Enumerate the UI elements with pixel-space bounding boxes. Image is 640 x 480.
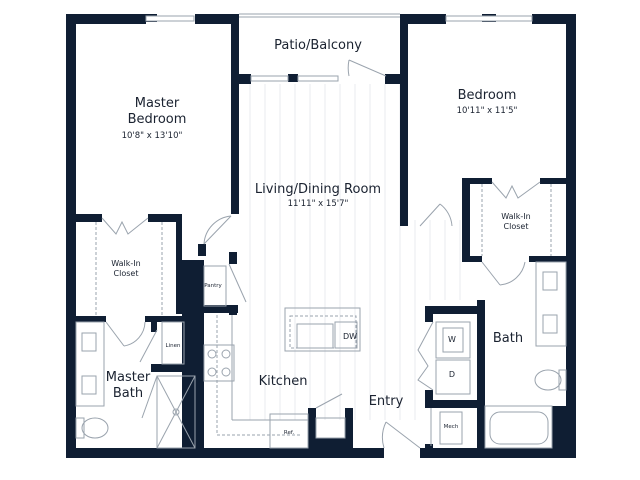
bedroom-closet-name-1: Walk-In (501, 212, 531, 221)
bedroom-label: Bedroom (457, 88, 517, 103)
entry-label: Entry (368, 394, 404, 409)
washer-label: W (448, 335, 456, 344)
master-bedroom-dimensions: 10'8" x 13'10" (121, 131, 183, 141)
master-closet-name-2: Closet (113, 269, 139, 278)
master-bedroom-name-1: Master (134, 96, 180, 111)
mech-label: Mech (443, 424, 459, 430)
master-bath-name-1: Master (105, 370, 151, 385)
master-bedroom-name-2: Bedroom (127, 112, 187, 127)
kitchen-label: Kitchen (258, 374, 308, 389)
living-dining-dimensions: 11'11" x 15'7" (287, 199, 349, 209)
bath-label: Bath (492, 331, 524, 346)
walls (66, 14, 576, 458)
living-dining-label: Living/Dining Room (254, 182, 382, 197)
fixtures (75, 59, 567, 449)
pantry-label: Pantry (204, 283, 222, 289)
refrigerator-label: Ref. (283, 430, 295, 436)
master-bedroom-label: Master Bedroom (128, 96, 187, 128)
bedroom-closet-label: Walk-In Closet (501, 212, 530, 232)
floor-grid (249, 84, 461, 420)
master-bath-label: Master Bath (106, 370, 150, 402)
master-closet-name-1: Walk-In (111, 259, 141, 268)
bedroom-dimensions: 10'11" x 11'5" (456, 106, 518, 116)
windows (145, 13, 533, 82)
dishwasher-label: DW (342, 332, 358, 341)
master-bath-name-2: Bath (112, 386, 144, 401)
patio-label: Patio/Balcony (274, 38, 362, 53)
linen-label: Linen (165, 343, 181, 349)
dryer-label: D (448, 370, 456, 379)
bedroom-closet-name-2: Closet (503, 222, 529, 231)
master-closet-label: Walk-In Closet (111, 259, 140, 279)
